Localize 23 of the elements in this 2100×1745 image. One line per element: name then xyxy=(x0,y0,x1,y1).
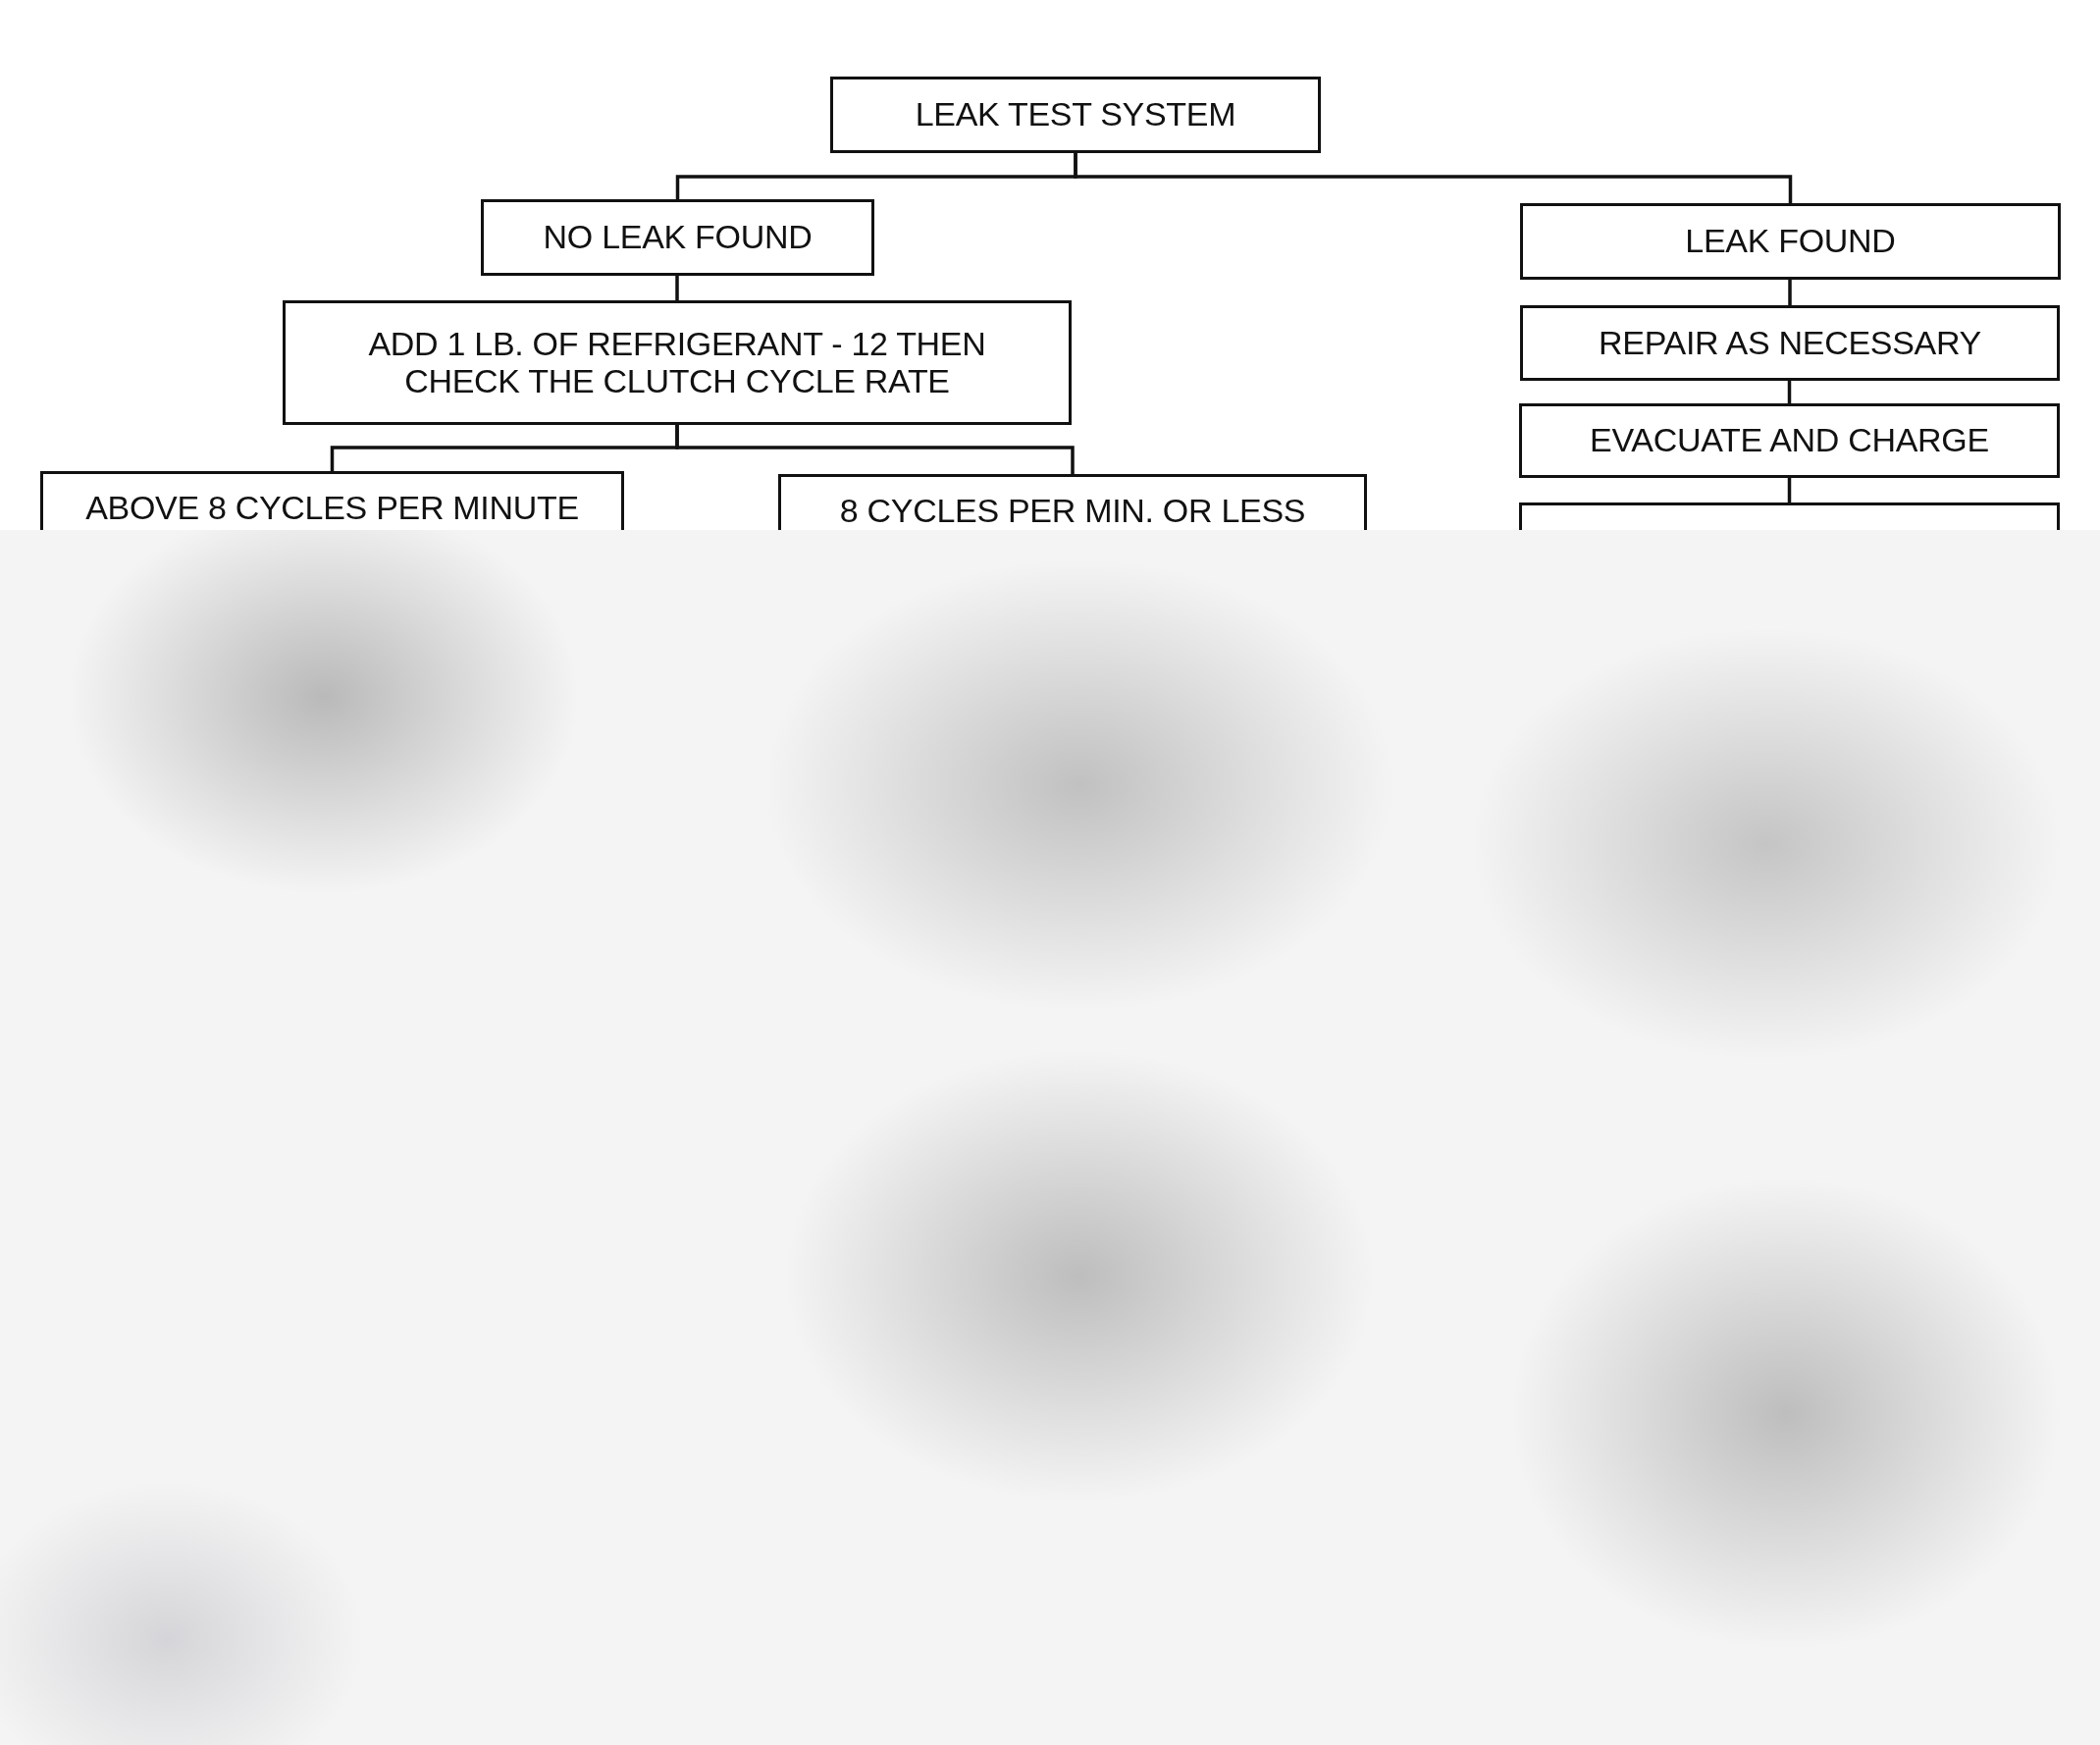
process-box xyxy=(1520,305,2060,381)
step-text: LEAK TEST SYSTEM xyxy=(915,96,1236,133)
step-text: 8 CYCLES PER MIN. OR LESS xyxy=(839,493,1306,530)
process-box xyxy=(40,471,624,530)
step-text: ADD 1 LB. OF REFRIGERANT - 12 THEN CHECK THE CLUTCH CYCLE RATE xyxy=(367,326,987,399)
process-box xyxy=(481,199,874,276)
connector-line xyxy=(1074,151,1793,205)
step-text: REPAIR AS NECESSARY xyxy=(1599,324,1981,362)
connector-line xyxy=(1787,379,1792,405)
connector-line xyxy=(675,423,1075,476)
process-box xyxy=(778,474,1367,530)
connector-line xyxy=(675,274,679,302)
process-box xyxy=(1519,403,2060,478)
connector-line xyxy=(1787,476,1792,504)
process-box xyxy=(830,77,1321,153)
connector-line xyxy=(1788,278,1792,307)
process-box xyxy=(283,300,1072,425)
process-box xyxy=(1519,502,2060,530)
process-box xyxy=(1520,203,2061,280)
step-text: LEAK FOUND xyxy=(1685,223,1896,260)
step-text: ABOVE 8 CYCLES PER MINUTE xyxy=(85,490,579,527)
step-text: NO LEAK FOUND xyxy=(543,219,813,256)
step-text: EVACUATE AND CHARGE xyxy=(1590,422,1989,459)
